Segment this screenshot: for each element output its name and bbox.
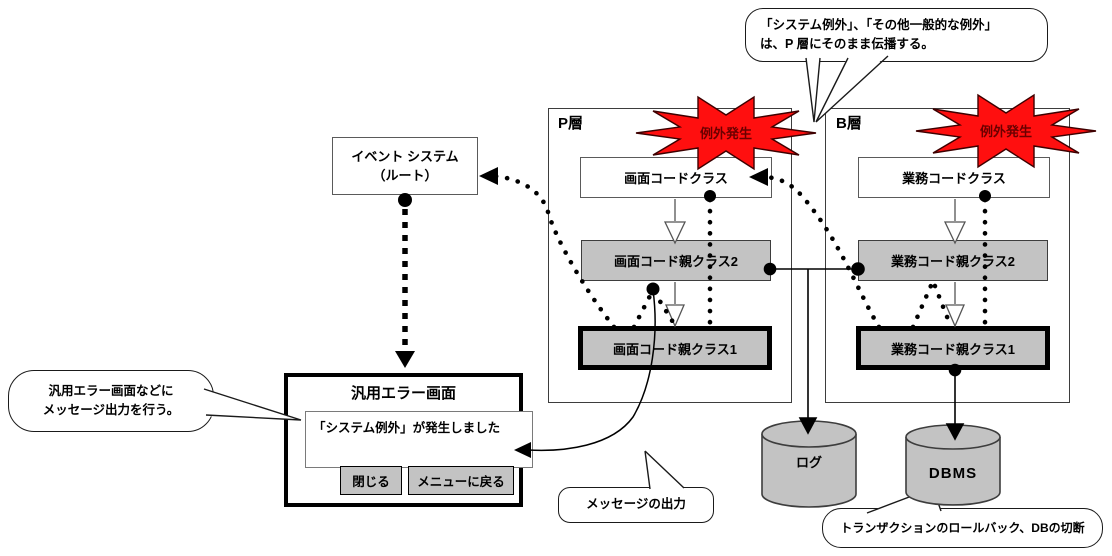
p-screen-code-parent1-box: 画面コード親クラス1 — [578, 326, 772, 370]
log-label: ログ — [795, 454, 822, 470]
event-system-box: イベント システム （ルート） — [332, 137, 478, 195]
close-button[interactable]: 閉じる — [340, 466, 402, 495]
p-layer-label: P層 — [558, 115, 584, 132]
p-screen-code-class-box: 画面コードクラス — [580, 157, 772, 198]
p-screen-code-parent2-box: 画面コード親クラス2 — [581, 240, 771, 281]
return-to-menu-button[interactable]: メニューに戻る — [408, 466, 514, 495]
transaction-rollback-text: トランザクションのロールバック、DBの切断 — [840, 520, 1085, 535]
error-message-box: 「システム例外」が発生しました — [305, 411, 533, 468]
b-burst-label: 例外発生 — [979, 123, 1032, 139]
message-bubble-tail — [644, 450, 686, 491]
message-output-bubble-text: メッセージの出力 — [586, 497, 686, 512]
message-output-callout-line1: 汎用エラー画面などに — [48, 383, 174, 398]
b-business-code-parent1-box: 業務コード親クラス1 — [856, 326, 1050, 370]
propagation-callout-line2: は、P 層にそのまま伝播する。 — [760, 37, 934, 51]
message-output-bubble: メッセージの出力 — [558, 487, 714, 523]
propagation-callout-line1: 「システム例外」、「その他一般的な例外」 — [760, 17, 998, 32]
generic-error-screen: 汎用エラー画面 「システム例外」が発生しました 閉じる メニューに戻る — [284, 373, 533, 507]
event-to-error-dashed — [395, 209, 415, 368]
p-burst-label: 例外発生 — [699, 125, 752, 141]
event-system-line2: （ルート） — [372, 168, 438, 183]
dbms-label: DBMS — [928, 464, 978, 482]
transaction-rollback-bubble: トランザクションのロールバック、DBの切断 — [822, 508, 1103, 548]
b-business-code-parent2-box: 業務コード親クラス2 — [858, 240, 1048, 281]
message-output-callout-line2: メッセージ出力を行う。 — [42, 403, 180, 417]
propagation-callout-bubble: 「システム例外」、「その他一般的な例外」 は、P 層にそのまま伝播する。 — [745, 8, 1048, 62]
message-output-callout-bubble: 汎用エラー画面などに メッセージ出力を行う。 — [8, 370, 214, 432]
event-system-line1: イベント システム — [351, 148, 459, 164]
b-business-code-class-box: 業務コードクラス — [858, 157, 1050, 198]
b-layer-label: B層 — [836, 115, 862, 132]
error-screen-title: 汎用エラー画面 — [350, 385, 456, 402]
